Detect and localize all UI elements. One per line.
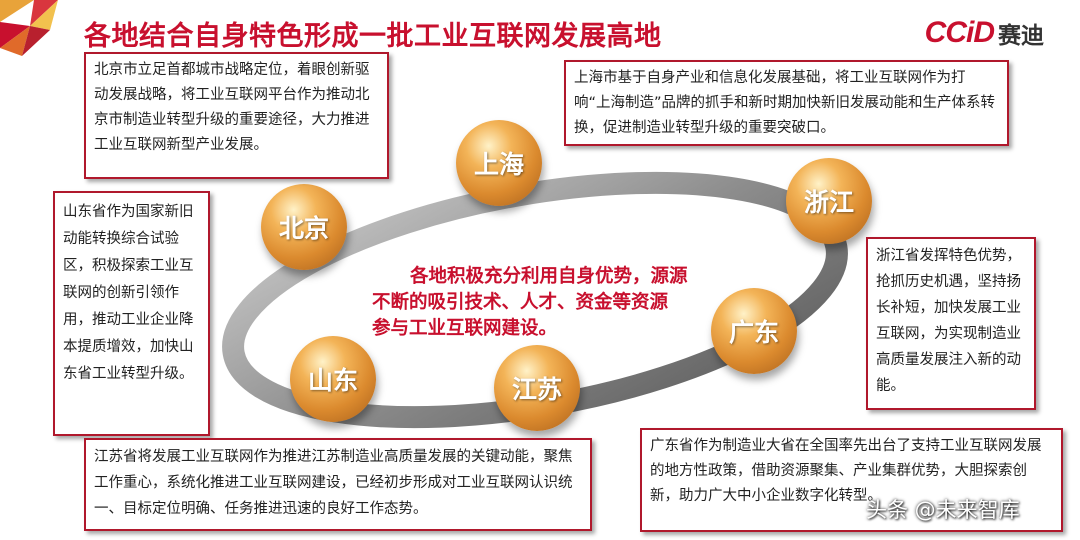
- region-label: 北京: [278, 214, 329, 243]
- region-label: 浙江: [803, 188, 854, 217]
- region-node-guangdong: 广东: [711, 288, 797, 374]
- center-summary: 各地积极充分利用自身优势，源源 不断的吸引技术、人才、资金等资源 参与工业互联网…: [372, 264, 712, 342]
- center-summary-line: 参与工业互联网建设。: [372, 318, 558, 339]
- description-box-jiangsu: 江苏省将发展工业互联网作为推进江苏制造业高质量发展的关键动能，聚焦工作重心，系统…: [84, 438, 592, 531]
- corner-decoration: [0, 0, 58, 56]
- description-box-shanghai: 上海市基于自身产业和信息化发展基础，将工业互联网作为打响“上海制造”品牌的抓手和…: [564, 60, 1009, 146]
- region-node-jiangsu: 江苏: [494, 345, 580, 431]
- description-box-zhejiang: 浙江省发挥特色优势，抢抓历史机遇，坚持扬长补短，加快发展工业互联网，为实现制造业…: [866, 237, 1036, 410]
- region-node-shanghai: 上海: [456, 120, 542, 206]
- region-node-beijing: 北京: [261, 184, 347, 270]
- page-title: 各地结合自身特色形成一批工业互联网发展高地: [84, 21, 662, 52]
- region-node-zhejiang: 浙江: [786, 158, 872, 244]
- region-label: 上海: [473, 150, 524, 179]
- description-box-beijing: 北京市立足首都城市战略定位，着眼创新驱动发展战略，将工业互联网平台作为推动北京市…: [84, 52, 389, 179]
- description-box-guangdong: 广东省作为制造业大省在全国率先出台了支持工业互联网发展的地方性政策，借助资源聚集…: [640, 428, 1063, 532]
- ccid-logo: CCiD 赛迪: [925, 16, 1044, 50]
- region-node-shandong: 山东: [290, 336, 376, 422]
- logo-text: 赛迪: [998, 23, 1044, 49]
- logo-mark: CCiD: [924, 16, 995, 49]
- region-label: 江苏: [511, 375, 562, 404]
- center-summary-line: 各地积极充分利用自身优势，源源: [410, 266, 688, 287]
- region-label: 广东: [728, 318, 779, 347]
- center-summary-line: 不断的吸引技术、人才、资金等资源: [372, 292, 669, 313]
- description-box-shandong: 山东省作为国家新旧动能转换综合试验区，积极探索工业互联网的创新引领作用，推动工业…: [53, 191, 210, 436]
- watermark: 头条 @未来智库: [866, 498, 1020, 522]
- region-label: 山东: [307, 366, 358, 395]
